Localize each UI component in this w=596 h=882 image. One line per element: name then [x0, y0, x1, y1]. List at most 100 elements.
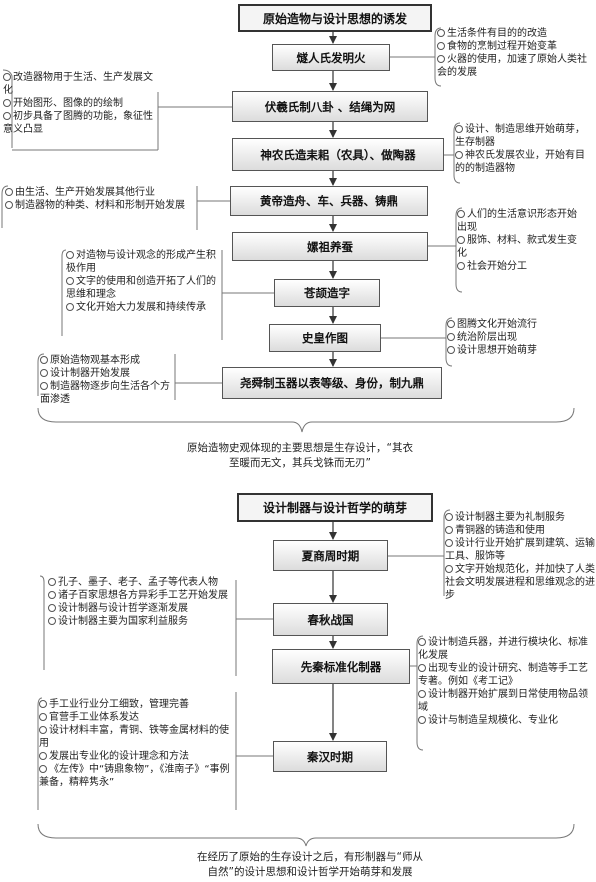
- bracket: [434, 27, 442, 87]
- bullet-icon: [66, 303, 74, 311]
- bullet-icon: [66, 277, 74, 285]
- note-item: 开始图形、图像的的绘制: [3, 97, 153, 110]
- bullet-icon: [447, 320, 455, 328]
- bullet-icon: [39, 752, 47, 760]
- note-text: 统治阶层出现: [457, 332, 517, 343]
- bracket: [443, 509, 451, 566]
- note-text: 由生活、生产开始发展其他行业: [15, 187, 155, 198]
- bullet-icon: [3, 112, 11, 120]
- note-item: 设计制器开始扩展到日常使用物品领域: [418, 688, 594, 714]
- note-item: 食物的烹制过程开始变革: [437, 40, 595, 53]
- bullet-icon: [39, 700, 47, 708]
- bullet-icon: [418, 664, 426, 672]
- bracket: [445, 317, 453, 367]
- bullet-icon: [457, 210, 465, 218]
- bracket: [39, 575, 45, 670]
- note-item: 手工业行业分工细致，管理完善: [39, 698, 235, 711]
- bullet-icon: [457, 262, 465, 270]
- section2-brace: [37, 823, 575, 847]
- note-qinhan: 手工业行业分工细致，管理完善 官营手工业体系发达 设计材料丰富，青铜、铁等金属材…: [39, 698, 235, 789]
- note-item: 设计制器主要为礼制服务: [445, 511, 595, 524]
- section1-header: 原始造物与设计思想的诱发: [238, 4, 432, 32]
- note-item: 设计与制造呈规模化、专业化: [418, 714, 594, 727]
- note-item: 设计思想开始萌芽: [447, 344, 577, 357]
- note-text: 设计制器主要为礼制服务: [455, 512, 565, 523]
- note-text: 《左传》中“铸鼎象物”，《淮南子》“事例兼备，精粹隽永”: [39, 764, 230, 788]
- note-item: 制造器物的种类、材料和形制开始发展: [5, 199, 195, 212]
- note-item: 图腾文化开始流行: [447, 318, 577, 331]
- note-text: 初步具备了图腾的功能，象征性意义凸显: [3, 111, 153, 135]
- note-item: 社会开始分工: [457, 260, 581, 273]
- step-leizu: 嫘祖养蚕: [232, 232, 428, 261]
- note-text: 神农氏发展农业，开始有目的的制造器物: [455, 150, 585, 174]
- bullet-icon: [418, 690, 426, 698]
- bullet-icon: [457, 236, 465, 244]
- section2-summary: 在经历了原始的生存设计之后，有形制器与“师从 自然”的设计思想和设计哲学开始萌芽…: [160, 850, 460, 880]
- note-item: 出现专业的设计研究、制造等手工艺专著。例如《考工记》: [418, 662, 594, 688]
- note-text: 对造物与设计观念的形成产生积极作用: [66, 250, 216, 274]
- bullet-icon: [437, 55, 445, 63]
- bullet-icon: [455, 125, 463, 133]
- note-item: 文字开始规范化，并加快了人类社会文明发展进程和思维观念的进步: [445, 563, 595, 602]
- bullet-icon: [445, 513, 453, 521]
- bullet-icon: [3, 73, 11, 81]
- note-text: 设计制器主要为国家利益服务: [58, 616, 188, 627]
- note-text: 诸子百家思想各方异彩手工艺开始发展: [58, 590, 228, 601]
- note-item: 设计材料丰富，青铜、铁等金属材料的使用: [39, 724, 235, 750]
- bullet-icon: [40, 382, 48, 390]
- note-text: 设计、制造思维开始萌芽，生存制器: [455, 124, 585, 148]
- summary-line: 至暖而无文，其兵戈铢而无刃”: [229, 457, 371, 469]
- note-xiashangzhou: 设计制器主要为礼制服务 青铜器的铸造和使用 设计行业开始扩展到建筑、运输工具、服…: [445, 511, 595, 602]
- note-item: 官营手工业体系发达: [39, 711, 235, 724]
- note-item: 原始造物观基本形成: [40, 354, 175, 367]
- note-item: 由生活、生产开始发展其他行业: [5, 186, 195, 199]
- bullet-icon: [445, 565, 453, 573]
- note-text: 设计行业开始扩展到建筑、运输工具、服饰等: [445, 538, 595, 562]
- note-text: 制造器物逐步向生活各个方面渗透: [40, 381, 170, 405]
- note-text: 开始图形、图像的的绘制: [13, 98, 123, 109]
- bullet-icon: [40, 356, 48, 364]
- note-item: 生活条件有目的的改造: [437, 27, 595, 40]
- note-shennongshi: 设计、制造思维开始萌芽，生存制器 神农氏发展农业，开始有目的的制造器物: [455, 123, 593, 175]
- note-text: 生活条件有目的的改造: [447, 28, 547, 39]
- bracket: [453, 122, 461, 184]
- section1-brace: [37, 407, 575, 433]
- note-text: 设计思想开始萌芽: [457, 345, 537, 356]
- note-item: 孔子、墨子、老子、孟子等代表人物: [48, 576, 234, 589]
- step-chunqiu: 春秋战国: [273, 603, 388, 636]
- note-item: 制造器物逐步向生活各个方面渗透: [40, 380, 175, 406]
- note-text: 服饰、材料、款式发生变化: [457, 235, 577, 259]
- bullet-icon: [447, 333, 455, 341]
- note-cangjie: 对造物与设计观念的形成产生积极作用 文字的使用和创造开拓了人们的思维和理念 文化…: [66, 249, 220, 314]
- summary-line: 原始造物史观体现的主要思想是生存设计，“其衣: [187, 442, 413, 454]
- bracket: [416, 635, 424, 751]
- step-shihuang: 史皇作图: [269, 324, 381, 352]
- bullet-icon: [445, 539, 453, 547]
- note-item: 初步具备了图腾的功能，象征性意义凸显: [3, 110, 153, 136]
- note-item: 《左传》中“铸鼎象物”，《淮南子》“事例兼备，精粹隽永”: [39, 763, 235, 789]
- bullet-icon: [437, 29, 445, 37]
- note-item: 文字的使用和创造开拓了人们的思维和理念: [66, 275, 220, 301]
- bullet-icon: [455, 151, 463, 159]
- note-text: 原始造物观基本形成: [50, 355, 140, 366]
- section2-header: 设计制器与设计哲学的萌芽: [237, 493, 433, 522]
- step-qinhan: 秦汉时期: [273, 741, 387, 772]
- note-item: 统治阶层出现: [447, 331, 577, 344]
- summary-line: 自然”的设计思想和设计哲学开始萌芽和发展: [207, 866, 413, 878]
- summary-line: 在经历了原始的生存设计之后，有形制器与“师从: [197, 851, 423, 863]
- bullet-icon: [418, 716, 426, 724]
- note-item: 服饰、材料、款式发生变化: [457, 234, 581, 260]
- note-item: 设计制器主要为国家利益服务: [48, 615, 234, 628]
- bullet-icon: [5, 188, 13, 196]
- bullet-icon: [39, 713, 47, 721]
- bullet-icon: [40, 369, 48, 377]
- note-text: 文化开始大力发展和持续传承: [76, 302, 206, 313]
- bullet-icon: [48, 604, 56, 612]
- note-text: 青铜器的铸造和使用: [455, 525, 545, 536]
- note-item: 神农氏发展农业，开始有目的的制造器物: [455, 149, 593, 175]
- note-item: 设计制器开始发展: [40, 367, 175, 380]
- note-item: 设计制造兵器，并进行模块化、标准化发展: [418, 636, 594, 662]
- bullet-icon: [418, 638, 426, 646]
- note-item: 发展出专业化的设计理念和方法: [39, 750, 235, 763]
